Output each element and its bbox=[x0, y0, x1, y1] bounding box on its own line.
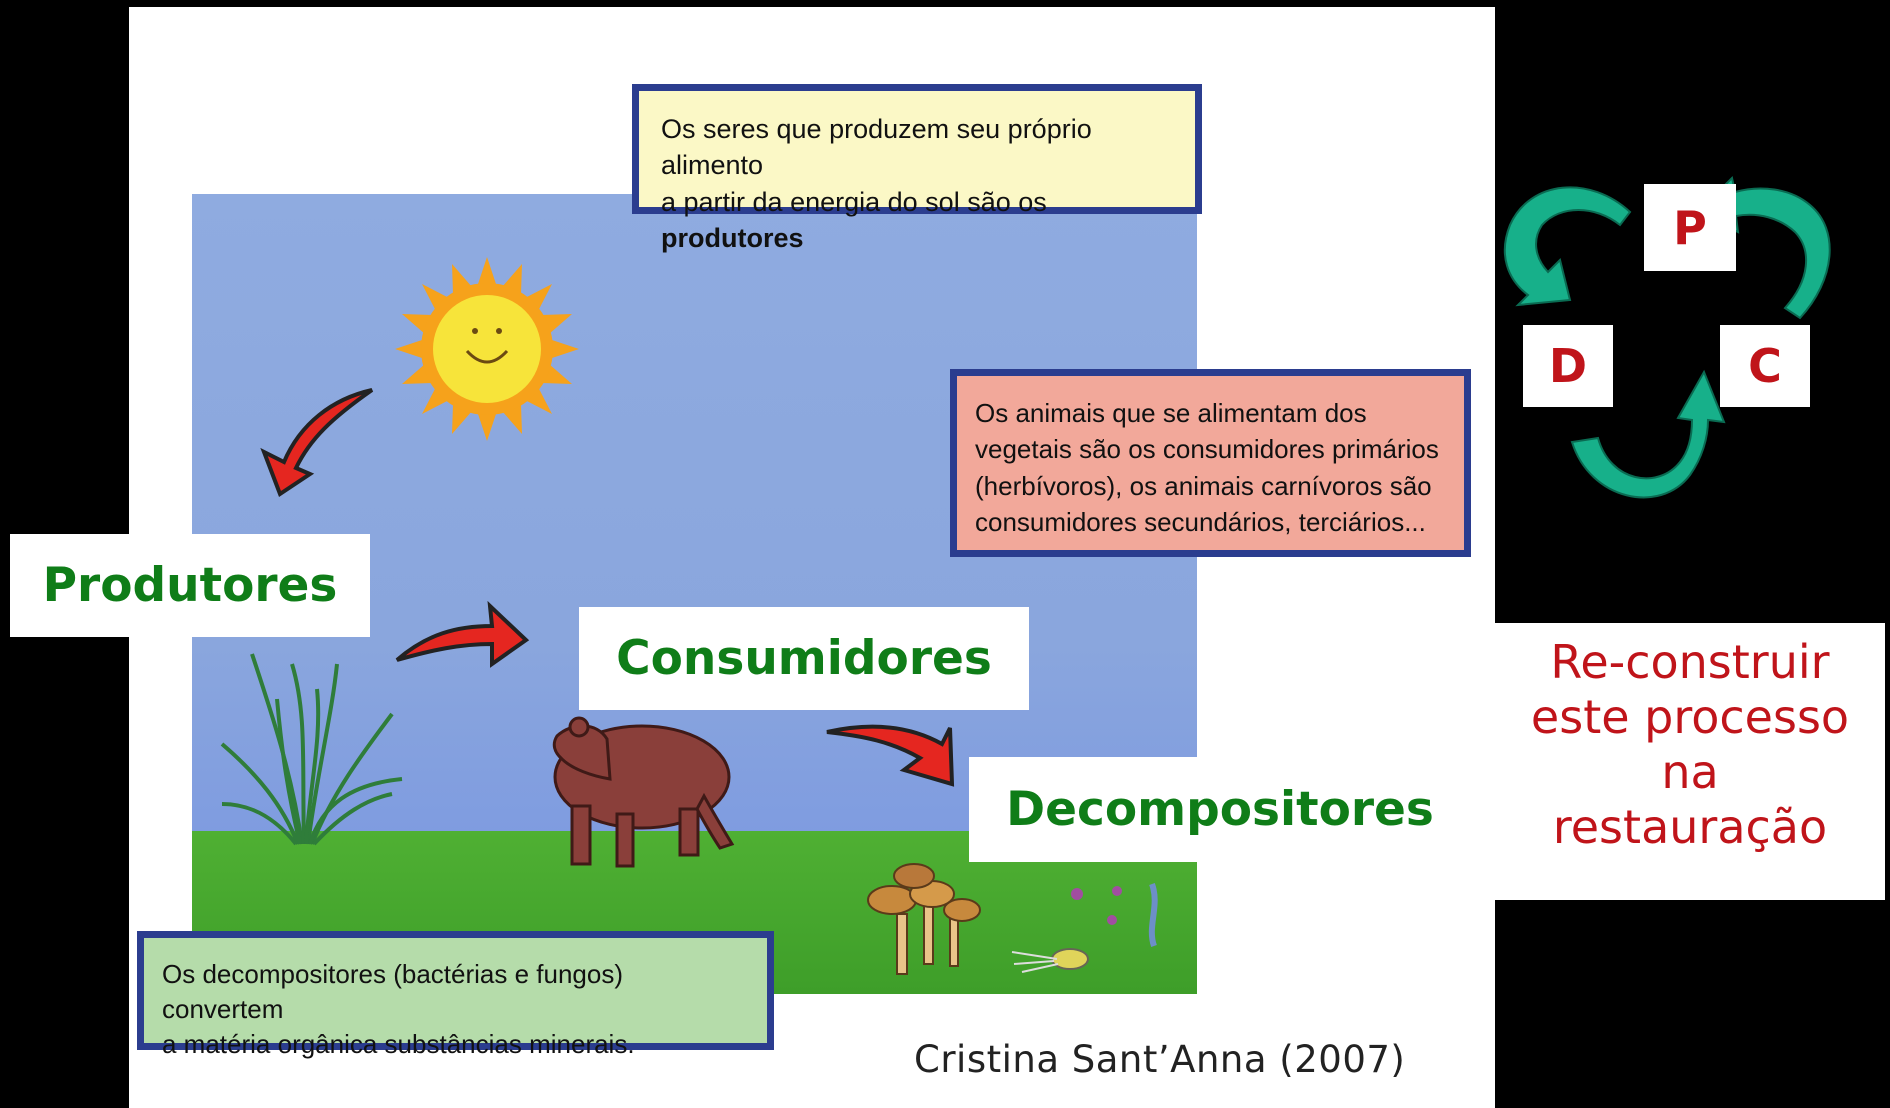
restoration-note-line: na bbox=[1661, 745, 1719, 799]
restoration-note: Re-construir este processo na restauraçã… bbox=[1495, 623, 1885, 900]
restoration-note-line: Re-construir bbox=[1550, 635, 1830, 689]
decomposer-letter-box: D bbox=[1523, 325, 1613, 407]
producers-label: Produtores bbox=[10, 534, 370, 637]
producers-info-line2: a partir da energia do sol são os produt… bbox=[661, 184, 1173, 257]
producers-info-box: Os seres que produzem seu próprio alimen… bbox=[632, 84, 1202, 253]
producer-letter-box: P bbox=[1644, 184, 1736, 271]
cycle-arrow-icon bbox=[1570, 369, 1726, 499]
consumers-info-line: vegetais são os consumidores primários bbox=[975, 434, 1439, 465]
sun-icon bbox=[395, 257, 579, 441]
consumers-info-box: Os animais que se alimentam dos vegetais… bbox=[950, 369, 1471, 557]
decomposers-info-box: Os decompositores (bactérias e fungos) c… bbox=[137, 931, 774, 1059]
consumers-info-line: consumidores secundários, terciários... bbox=[975, 507, 1426, 538]
decomposers-label: Decompositores bbox=[969, 757, 1471, 862]
restoration-note-line: restauração bbox=[1552, 800, 1828, 854]
producers-info-line1: Os seres que produzem seu próprio alimen… bbox=[661, 114, 1092, 181]
energy-arrow-icon bbox=[260, 388, 374, 498]
capybara-icon bbox=[552, 716, 735, 868]
cycle-arrow-icon bbox=[1503, 186, 1632, 307]
decomposers-info-line: a matéria orgânica substâncias minerais. bbox=[162, 1029, 635, 1060]
grass-plant-icon bbox=[220, 653, 403, 846]
consumers-label: Consumidores bbox=[579, 607, 1029, 710]
consumer-to-decomposer-arrow-icon bbox=[826, 724, 955, 787]
mushrooms-icon bbox=[867, 863, 981, 975]
decomposers-info-line: Os decompositores (bactérias e fungos) c… bbox=[162, 959, 623, 1025]
restoration-note-line: este processo bbox=[1530, 690, 1850, 744]
producers-info-bold: produtores bbox=[661, 223, 804, 254]
consumers-info-line: (herbívoros), os animais carnívoros são bbox=[975, 470, 1432, 501]
scene-illustration bbox=[220, 257, 1158, 975]
producer-to-consumer-arrow-icon bbox=[395, 600, 530, 668]
consumer-letter-box: C bbox=[1720, 325, 1810, 407]
microorganisms-icon bbox=[1011, 882, 1158, 973]
consumers-info-line: Os animais que se alimentam dos bbox=[975, 398, 1367, 428]
producers-info-line2-text: a partir da energia do sol são os bbox=[661, 186, 1047, 217]
image-credit: Cristina Sant’Anna (2007) bbox=[914, 1038, 1406, 1081]
